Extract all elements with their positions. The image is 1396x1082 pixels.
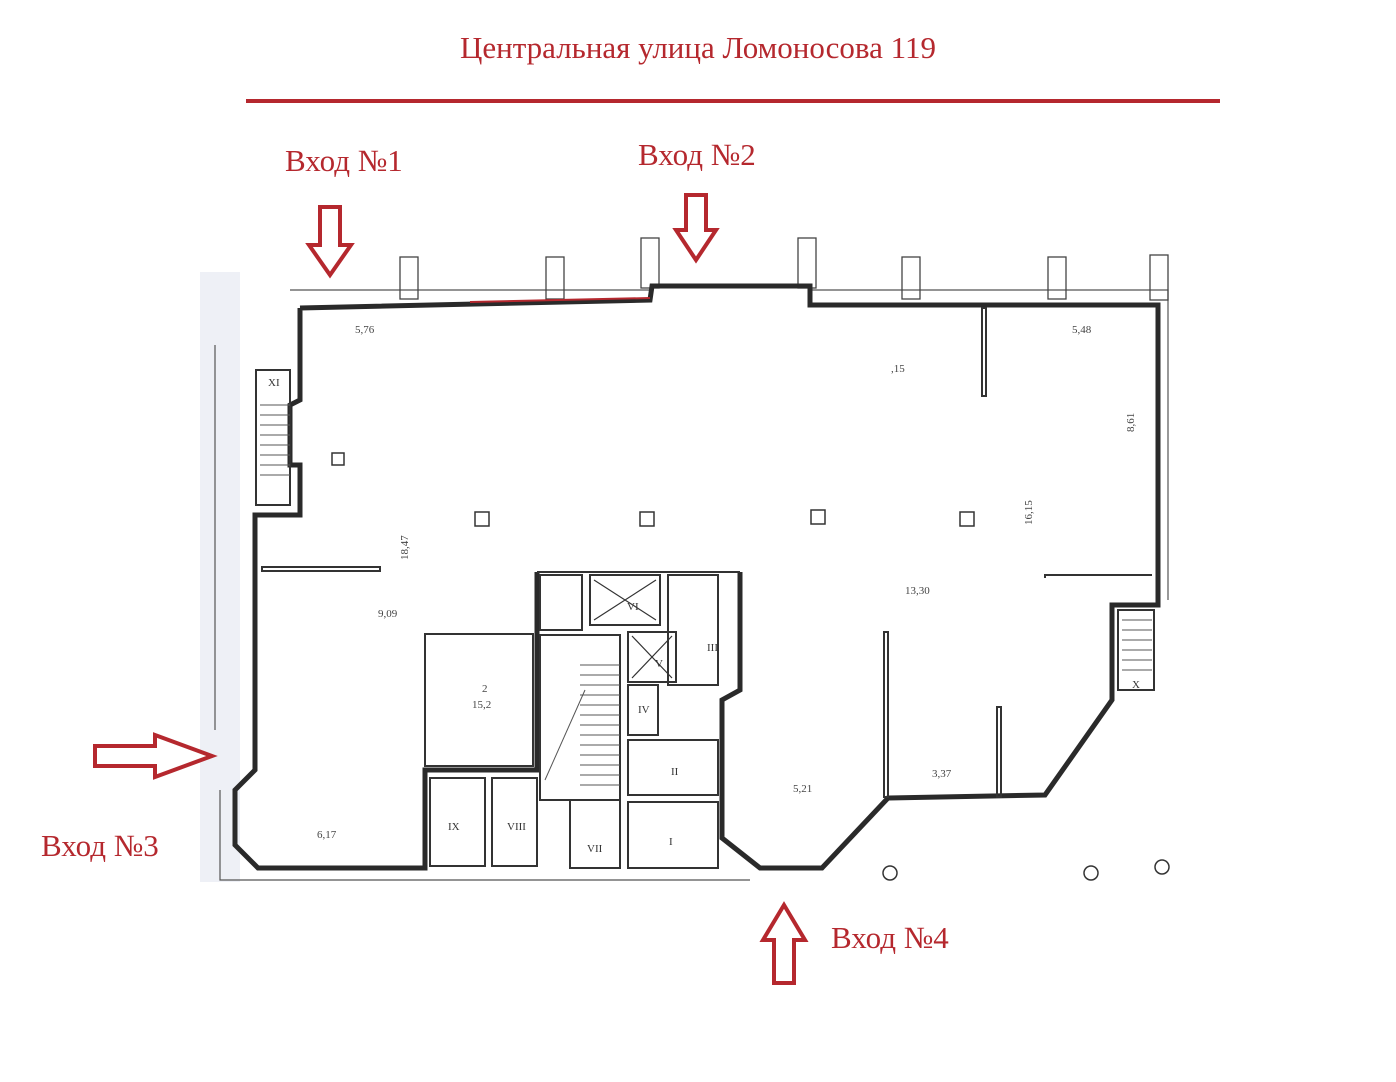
room-II: II [671,766,679,778]
dim-label: 18,47 [399,535,411,560]
dim-label: 5,48 [1072,324,1092,336]
columns [331,452,1170,881]
room-2-area: 15,2 [472,699,491,711]
room-III: III [707,642,718,654]
street-line [246,99,1220,103]
dim-label: 9,09 [378,608,398,620]
dim-label: 8,61 [1125,413,1137,432]
red-wall-segment [469,297,651,303]
dim-label: 16,15 [1023,500,1035,525]
entrance-3-arrow-icon [93,732,218,780]
facade-pilasters [399,237,1169,301]
dim-label: 6,17 [317,829,337,841]
entrance-4-label: Вход №4 [831,920,949,955]
stairs [260,404,1152,786]
entrance-4-arrow-icon [759,901,809,985]
room-2-number: 2 [482,683,488,695]
dim-label: 3,37 [932,768,952,780]
elevator-shafts [593,579,673,679]
room-V: V [655,658,663,670]
exterior-thin-walls [214,289,1169,881]
entrance-3-label: Вход №3 [41,828,159,863]
entrance-2-arrow-icon [672,193,720,264]
exterior-band [200,272,240,882]
room-VI: VI [627,601,639,613]
entrance-2-label: Вход №2 [638,137,756,172]
room-I: I [669,836,673,848]
dim-label: 5,21 [793,783,812,795]
interior-walls [255,307,1155,869]
room-VIII: VIII [507,821,526,833]
room-VII: VII [587,843,603,855]
room-XI: XI [268,377,280,389]
street-title: Центральная улица Ломоносова 119 [460,30,936,65]
room-IV: IV [638,704,650,716]
dim-label: ,15 [891,363,905,375]
entrance-1-label: Вход №1 [285,143,403,178]
outer-wall [232,283,1161,871]
dim-label: 5,76 [355,324,375,336]
room-X: X [1132,679,1140,691]
entrance-1-arrow-icon [305,205,355,279]
dim-label: 13,30 [905,585,930,597]
room-IX: IX [448,821,460,833]
